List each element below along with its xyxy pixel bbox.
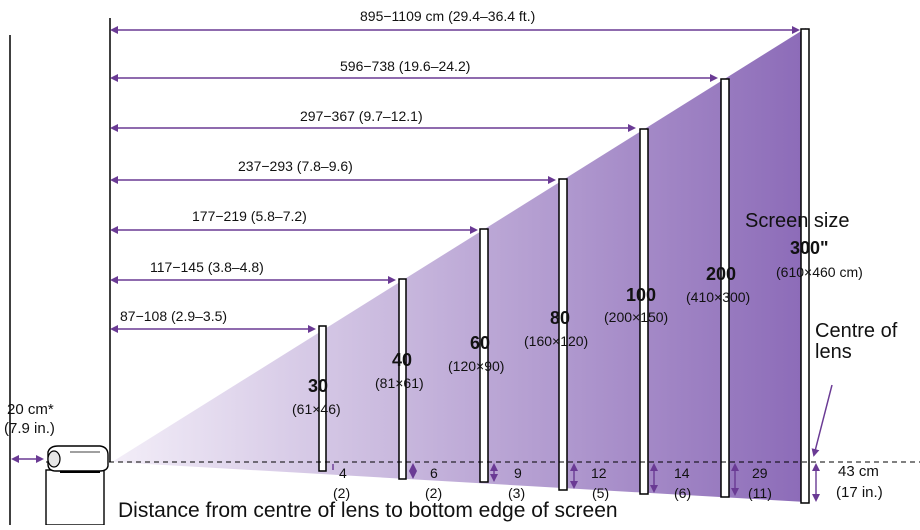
screen-60 <box>479 228 489 483</box>
offset-cm-200: 29 <box>752 465 768 481</box>
centre-of-lens-label-line1: Centre of <box>815 320 898 342</box>
offset-in-30: (2) <box>333 485 351 501</box>
screen-size-200: 200 <box>706 264 737 284</box>
throw-label-100: 297−367 (9.7–12.1) <box>300 108 423 124</box>
screen-dims-30: (61×46) <box>292 401 341 417</box>
throw-label-60: 177−219 (5.8–7.2) <box>192 208 307 224</box>
wall-distance-cm: 20 cm* <box>7 401 54 418</box>
offset-cm-30: 4 <box>339 465 347 481</box>
screen-size-60: 60 <box>470 333 491 353</box>
wall-distance-in: (7.9 in.) <box>4 420 55 437</box>
screen-size-30: 30 <box>308 376 329 396</box>
screen-dims-40: (81×61) <box>375 375 424 391</box>
offset-arrows <box>332 463 820 502</box>
screen-size-100: 100 <box>626 285 657 305</box>
offset-in-60: (3) <box>508 485 526 501</box>
screen-dims-60: (120×90) <box>448 358 505 374</box>
offset-cm-60: 9 <box>514 465 522 481</box>
offset-cm-100: 14 <box>674 465 690 481</box>
screen-dims-200: (410×300) <box>686 289 751 305</box>
projection-beam <box>112 28 806 502</box>
centre-of-lens-label-line2: lens <box>815 341 852 363</box>
offset-in-200: (11) <box>748 485 772 501</box>
throw-label-300: 895−1109 cm (29.4–36.4 ft.) <box>360 8 536 24</box>
screen-80 <box>558 178 568 491</box>
offset-in-40: (2) <box>425 485 443 501</box>
offset-cm-300: 43 cm <box>838 463 879 480</box>
bottom-caption: Distance from centre of lens to bottom e… <box>118 499 618 522</box>
throw-label-80: 237−293 (7.8–9.6) <box>238 158 353 174</box>
throw-label-200: 596−738 (19.6–24.2) <box>340 58 471 74</box>
screen-dims-100: (200×150) <box>604 309 669 325</box>
screen-size-heading: Screen size <box>745 210 850 232</box>
screen-size-80: 80 <box>550 308 571 328</box>
throw-arrows <box>110 26 800 333</box>
screen-200 <box>720 78 730 498</box>
throw-label-30: 87−108 (2.9–3.5) <box>120 308 228 324</box>
screen-size-300: 300" <box>790 238 829 258</box>
projector-icon <box>45 445 109 526</box>
offset-cm-80: 12 <box>591 465 607 481</box>
centre-of-lens-pointer <box>811 384 833 457</box>
screen-size-40: 40 <box>392 350 413 370</box>
screen-dims-80: (160×120) <box>524 333 589 349</box>
offset-in-100: (6) <box>674 485 692 501</box>
screen-40 <box>398 278 407 480</box>
screens <box>318 28 810 504</box>
screen-100 <box>639 128 649 495</box>
screen-300 <box>800 28 810 504</box>
screen-30 <box>318 325 327 472</box>
offset-in-300: (17 in.) <box>836 484 883 501</box>
offset-in-80: (5) <box>592 485 610 501</box>
screen-dims-300: (610×460 cm) <box>776 264 863 280</box>
throw-label-40: 117−145 (3.8–4.8) <box>150 259 264 275</box>
offset-cm-40: 6 <box>430 465 438 481</box>
